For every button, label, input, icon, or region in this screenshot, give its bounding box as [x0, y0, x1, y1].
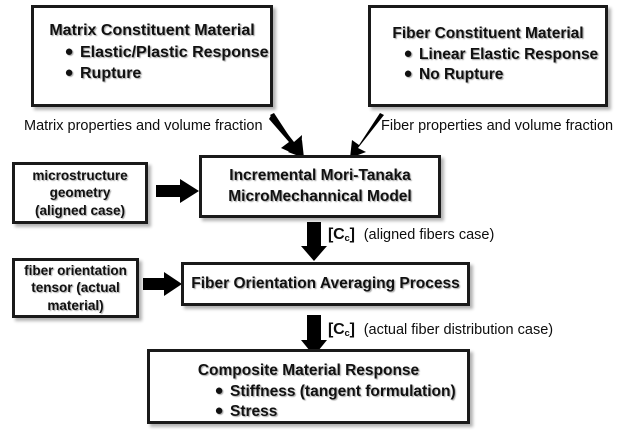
box-fiber-bullet-1: No Rupture: [419, 66, 504, 84]
box-fiber-orientation-averaging: Fiber Orientation Averaging Process: [181, 262, 470, 306]
box-output-bullet-1: Stress: [230, 403, 278, 421]
box-mori-tanaka-line-0: Incremental Mori-Tanaka: [229, 167, 411, 185]
label-cc-aligned-note: (aligned fibers case): [363, 227, 495, 243]
arrow-tensor-to-averaging: [143, 272, 183, 296]
label-cc-actual: [Cc] (actual fiber distribution case): [328, 321, 554, 339]
box-fiber-title: Fiber Constituent Material: [392, 25, 584, 42]
box-tensor-line-0: fiber orientation: [24, 263, 127, 279]
box-tensor-line-2: material): [47, 297, 104, 313]
box-microstructure-line-2: (aligned case): [34, 202, 126, 218]
box-output-bullet-list: ● Stiffness (tangent formulation) ● Stress: [208, 382, 467, 422]
label-matrix-properties: Matrix properties and volume fraction: [24, 118, 263, 134]
box-composite-material-response: Composite Material Response ● Stiffness (…: [147, 349, 470, 424]
box-fiber-orientation-tensor: fiber orientation tensor (actual materia…: [12, 258, 139, 318]
arrow-matrix-to-model: [268, 112, 314, 160]
list-item: ● Stiffness (tangent formulation): [208, 382, 467, 402]
arrow-fiber-to-model: [340, 112, 386, 160]
bullet-dot-icon: ●: [64, 42, 74, 60]
box-fiber-bullet-0: Linear Elastic Response: [419, 46, 599, 64]
list-item: ● Stress: [208, 402, 467, 422]
list-item: ● Linear Elastic Response: [397, 45, 605, 65]
list-item: ● Rupture: [58, 64, 270, 85]
box-output-title: Composite Material Response: [197, 362, 420, 379]
box-microstructure-geometry: microstructure geometry (aligned case): [12, 162, 148, 224]
box-averaging-line-0: Fiber Orientation Averaging Process: [191, 275, 460, 292]
label-cc-actual-note: (actual fiber distribution case): [363, 322, 554, 338]
box-matrix-bullet-1: Rupture: [80, 64, 142, 82]
list-item: ● No Rupture: [397, 65, 605, 85]
box-fiber-constituent-material: Fiber Constituent Material ● Linear Elast…: [368, 5, 608, 107]
box-matrix-bullet-list: ● Elastic/Plastic Response ● Rupture: [58, 43, 270, 85]
bullet-dot-icon: ●: [403, 65, 413, 83]
arrow-microstructure-to-model: [156, 178, 200, 204]
cc-symbol: [Cc]: [328, 321, 355, 339]
bullet-dot-icon: ●: [214, 382, 224, 400]
box-output-bullet-0: Stiffness (tangent formulation): [230, 383, 456, 401]
arrow-averaging-to-output: [301, 315, 327, 357]
label-cc-aligned: [Cc] (aligned fibers case): [328, 226, 495, 244]
cc-symbol: [Cc]: [328, 226, 355, 244]
box-mori-tanaka-model: Incremental Mori-Tanaka MicroMechannical…: [199, 155, 441, 218]
box-mori-tanaka-line-1: MicroMechannical Model: [228, 187, 412, 205]
list-item: ● Elastic/Plastic Response: [58, 43, 270, 64]
box-fiber-bullet-list: ● Linear Elastic Response ● No Rupture: [397, 45, 605, 85]
bullet-dot-icon: ●: [403, 45, 413, 63]
box-matrix-constituent-material: Matrix Constituent Material ● Elastic/Pla…: [31, 5, 273, 107]
box-tensor-line-1: tensor (actual: [31, 280, 120, 296]
box-microstructure-line-0: microstructure: [32, 168, 128, 184]
box-matrix-bullet-0: Elastic/Plastic Response: [80, 43, 269, 61]
bullet-dot-icon: ●: [214, 402, 224, 420]
arrow-model-to-averaging: [301, 222, 327, 262]
bullet-dot-icon: ●: [64, 63, 74, 81]
box-microstructure-line-1: geometry: [49, 185, 111, 201]
box-matrix-title: Matrix Constituent Material: [49, 22, 255, 39]
label-fiber-properties: Fiber properties and volume fraction: [381, 118, 614, 134]
